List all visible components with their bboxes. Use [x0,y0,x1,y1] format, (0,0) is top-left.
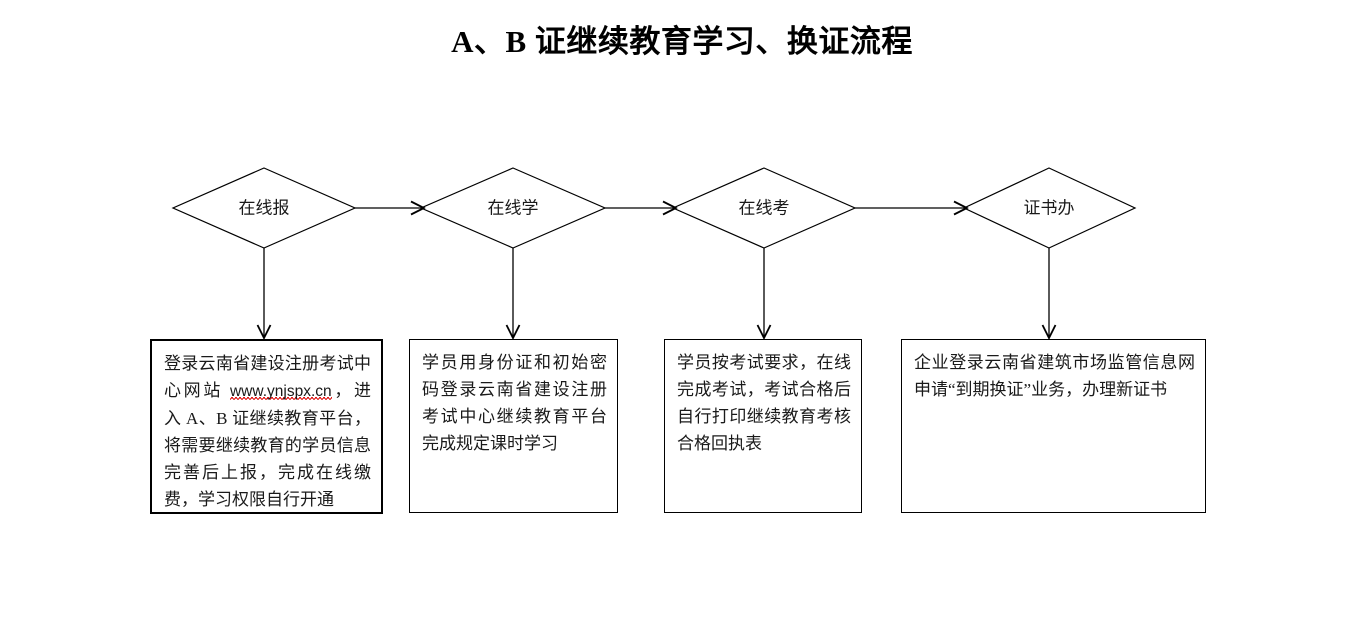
decision-label-2: 在线学 [487,198,539,218]
page-title: A、B 证继续教育学习、换证流程 [451,24,913,59]
process-box-4-text: 企业登录云南省建筑市场监管信息网申请“到期换证”业务，办理新证书 [914,353,1195,399]
decision-label-1: 在线报 [238,198,290,218]
process-box-2[interactable]: 学员用身份证和初始密码登录云南省建设注册考试中心继续教育平台完成规定课时学习 [409,339,618,513]
process-box-3-text: 学员按考试要求，在线完成考试，考试合格后自行打印继续教育考核合格回执表 [677,353,851,453]
process-box-2-text: 学员用身份证和初始密码登录云南省建设注册考试中心继续教育平台完成规定课时学习 [422,353,607,453]
process-box-3[interactable]: 学员按考试要求，在线完成考试，考试合格后自行打印继续教育考核合格回执表 [664,339,862,513]
process-box-1-text-leading: 登录云南省建设注册考试中心网站 [164,354,371,400]
decision-label-4: 证书办 [1023,198,1075,218]
process-box-4[interactable]: 企业登录云南省建筑市场监管信息网申请“到期换证”业务，办理新证书 [901,339,1206,513]
process-box-1-text-trailing: ，进入 A、B 证继续教育平台，将需要继续教育的学员信息完善后上报，完成在线缴费… [164,381,372,509]
process-box-1-text: 登录云南省建设注册考试中心网站 www.ynjspx.cn，进入 A、B 证继续… [152,341,381,513]
process-box-1[interactable]: 登录云南省建设注册考试中心网站 www.ynjspx.cn，进入 A、B 证继续… [150,339,383,514]
registration-site-link[interactable]: www.ynjspx.cn [229,383,332,400]
decision-label-3: 在线考 [738,198,790,218]
